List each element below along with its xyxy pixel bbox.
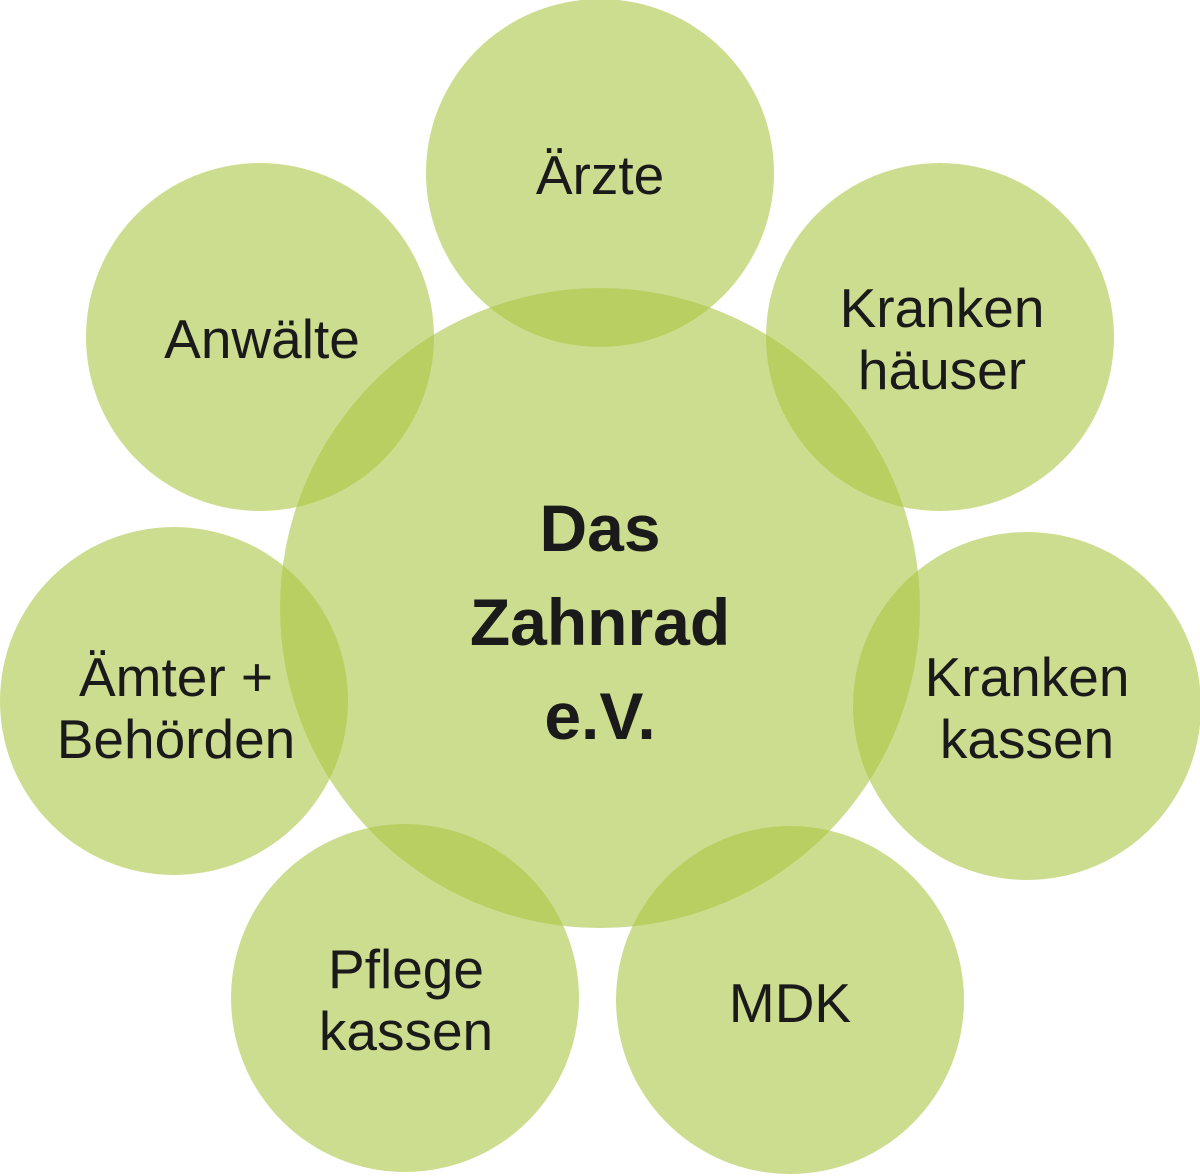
circle-center [280,288,920,928]
label-line: Kranken [839,277,1045,339]
circle-pflegekassen [231,824,579,1172]
circle-mdk [616,826,964,1174]
label-line: kassen [939,708,1115,770]
label-line: Ärzte [535,144,665,206]
node-label-krankenkassen: Kranken kassen [925,646,1130,770]
label-line: häuser [857,339,1027,401]
label-line: Pflege [328,938,484,1000]
circle-aemter [0,527,348,875]
node-label-pflegekassen: Pflege kassen [319,938,493,1062]
circle-anwaelte [86,163,434,511]
circle-krankenkassen [853,532,1200,880]
node-label-aemter: Ämter + Behörden [57,646,296,770]
label-line: Kranken [924,646,1130,708]
node-label-aerzte: Ärzte [536,144,664,206]
center-line-2: Zahnrad [469,585,731,659]
node-label-krankenhaeuser: Kranken häuser [840,277,1045,401]
circle-krankenhaeuser [766,163,1114,511]
label-line: Behörden [56,708,296,770]
label-line: MDK [728,972,852,1034]
center-line-3: e.V. [544,679,656,753]
circle-aerzte [426,0,774,347]
node-label-mdk: MDK [729,972,851,1034]
label-line: Anwälte [164,308,360,370]
label-line: kassen [318,1000,494,1062]
center-line-1: Das [539,491,661,565]
node-label-anwaelte: Anwälte [164,308,360,370]
center-label: Das Zahnrad e.V. [470,481,730,763]
label-line: Ämter + [78,646,274,708]
